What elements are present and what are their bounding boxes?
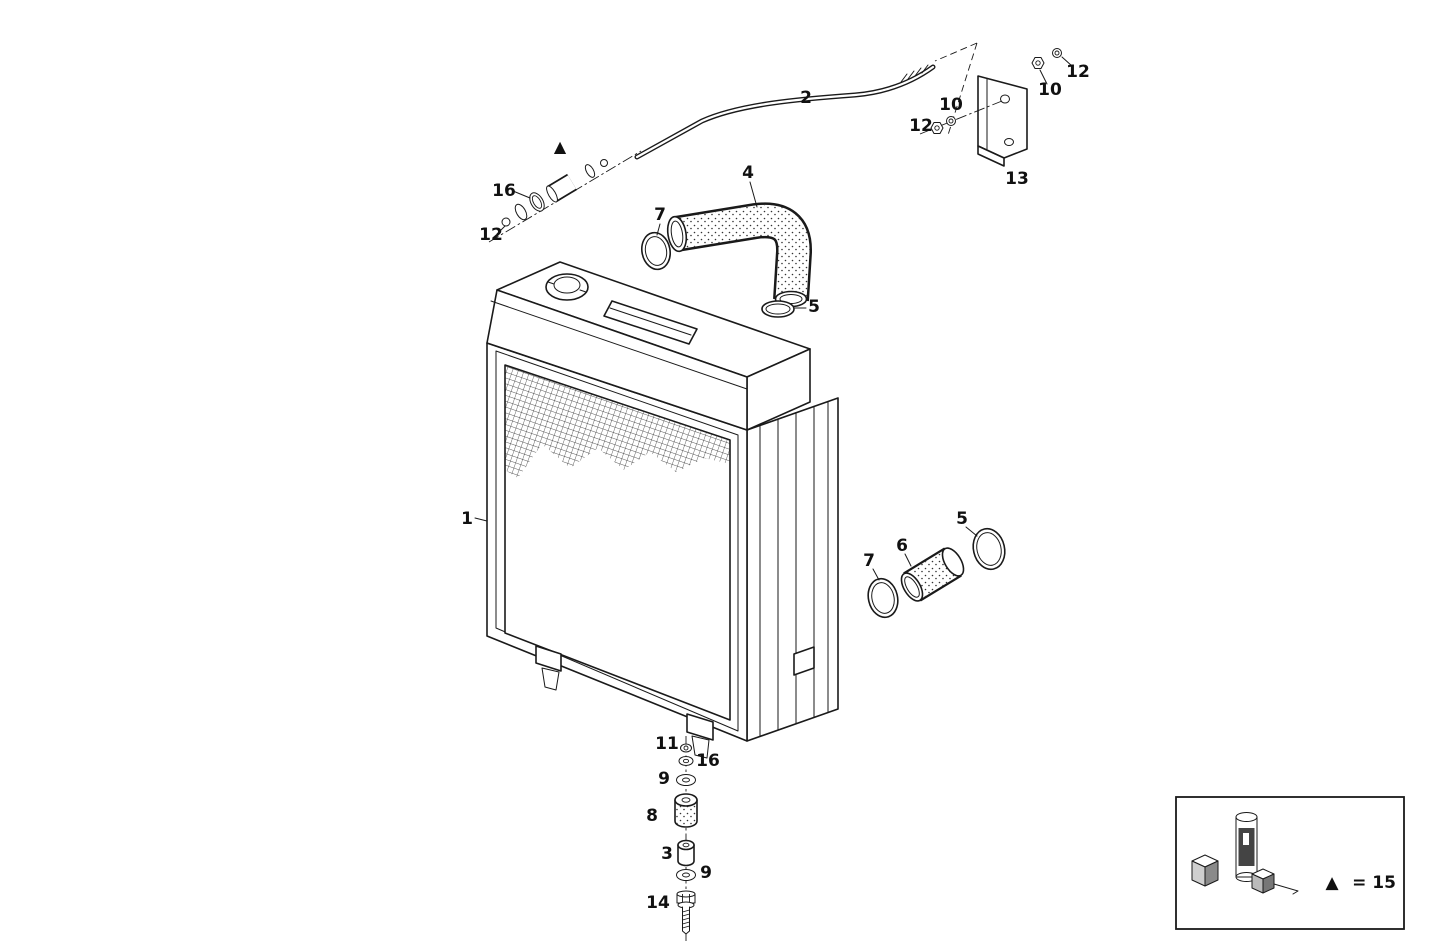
elbow-opening-left-inner [670,220,684,248]
elbow-hose-texture [673,204,810,301]
leader-line-16a [512,190,531,199]
nut-11-hole [683,745,689,751]
part-label-3: 3 [661,844,673,864]
washer-16-bottom-hole [682,758,690,764]
fastener-chain-top-left: ▲ [488,137,642,243]
part-label-5b: 5 [956,509,968,529]
part-label-6: 6 [896,536,908,556]
part-label-14: 14 [646,893,670,913]
filler-neck-plate [603,300,698,345]
hose-set-right [867,526,1006,619]
legend-part-small-right [1251,868,1299,895]
nuts-washers-mid [919,100,1003,135]
stay-rod-highlight [635,65,935,159]
leader-line-7b [872,568,880,581]
part-label-2: 2 [800,88,812,108]
washer-9-upper-hole [682,777,690,783]
leader-line-12c [1061,56,1073,67]
elbow-hose [666,181,812,308]
part-label-1: 1 [461,509,473,529]
radiator-side-tab [793,646,815,676]
nut-10-top [1031,57,1045,69]
legend-text: = 15 [1352,873,1396,893]
straight-hose-6 [900,547,965,602]
bracket-foot [977,145,1005,167]
washer [514,203,528,221]
bushing-3 [677,839,695,867]
leader-line-1 [474,517,488,522]
part-label-9b: 9 [700,863,712,883]
washer-small [501,217,511,227]
part-label-11: 11 [655,734,679,754]
leader-line-7a [656,223,661,236]
washer-12-top-hole [1054,50,1060,56]
part-label-12a: 12 [479,225,503,245]
radiator-side-face [746,397,839,742]
leader-line-4 [749,181,758,208]
part-label-5a: 5 [808,297,820,317]
part-label-10b: 10 [1038,80,1062,100]
legend-box: ▲ = 15 [1175,796,1405,930]
part-label-7b: 7 [863,551,875,571]
nut-16-inner [531,195,543,209]
bracket-plate [977,75,1028,159]
stay-rod-outline [634,64,936,160]
hose-clamp-5-lower [972,527,1006,571]
construction-dashes [934,42,978,136]
nut-16 [529,192,545,212]
part-label-7a: 7 [654,205,666,225]
leader-line-12a [496,225,506,235]
radiator-tank-seam [490,300,748,390]
radiator-mount-tabs [535,645,714,759]
hose-clamp-7-lower [867,577,899,619]
filler-cap [545,273,589,301]
washer-small-2 [584,164,596,178]
hose-clamp-7-upper [641,223,671,271]
part-label-10a: 10 [939,95,963,115]
bolt-14 [676,890,696,935]
rod-end-eye [600,159,608,167]
bracket-hole-bottom [1004,138,1014,146]
part-label-12b: 12 [909,116,933,136]
leader-line-5b [965,526,978,537]
radiator-assembly [474,261,839,759]
washer-10-mid-hole [948,118,954,124]
nuts-washers-top-right [1031,48,1073,85]
leader-line-6 [904,553,912,567]
legend-triangle-icon: ▲ [1325,873,1339,893]
washer-9-upper [676,774,696,786]
bracket-13 [977,75,1028,167]
spacer-end [546,185,558,203]
triangle-marker-icon: ▲ [554,137,567,156]
leader-line-10b [1039,69,1048,85]
part-labels: 1 2 4 7 5 16 12 10 12 10 12 13 7 6 5 11 … [461,62,1090,913]
part-label-16a: 16 [492,181,516,201]
hose-clamp-5-upper [761,300,807,318]
bracket-hole-top [1000,94,1010,104]
washer-10-mid [946,116,956,126]
part-label-9a: 9 [658,769,670,789]
elbow-opening-left [666,215,688,253]
part-label-4: 4 [742,163,754,183]
rubber-mount-8 [674,793,698,828]
nut-12-mid-hole [934,125,940,131]
washer-9-lower-hole [682,872,690,878]
legend-part-tall [1235,812,1258,882]
legend-part-small-left [1191,854,1219,887]
radiator-front-frame-inner-line [495,350,739,732]
radiator-tank-front-face [486,289,748,431]
nut-12-mid [930,122,944,134]
part-label-13: 13 [1005,169,1029,189]
nut-10-top-hole [1035,60,1041,66]
washer-9-lower [676,869,696,881]
part-label-8: 8 [646,806,658,826]
nut-11 [680,743,692,753]
radiator-core-mesh [505,365,730,478]
washer-16-bottom [678,756,694,766]
washer-12-top [1052,48,1062,58]
stay-rod-thread [900,64,929,83]
part-label-16b: 16 [696,751,720,771]
part-label-12c: 12 [1066,62,1090,82]
mount-stack-bottom [674,736,698,941]
